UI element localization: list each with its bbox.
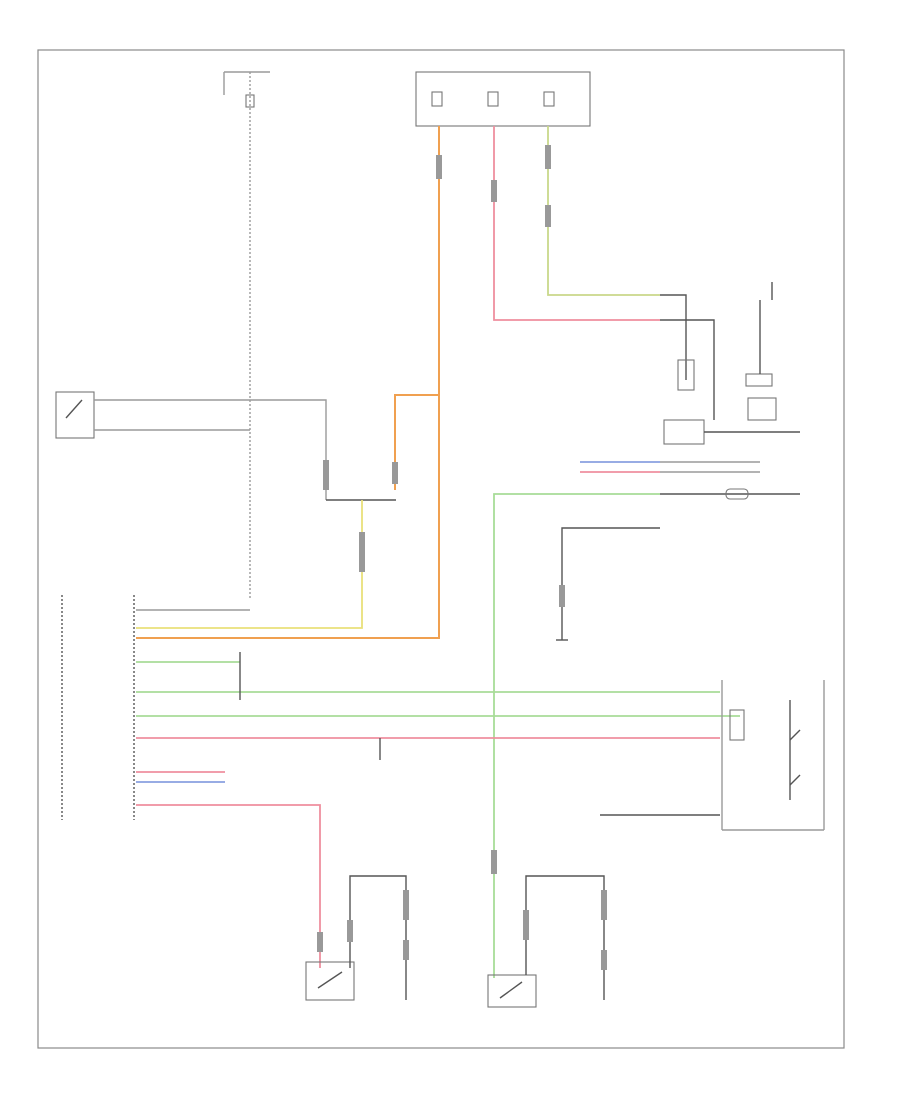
fuse-block-top <box>415 71 591 127</box>
diagram-frame <box>37 49 845 1049</box>
bottom-left-switch <box>305 875 409 1001</box>
wire-green <box>493 493 660 978</box>
wire-orange <box>136 126 440 639</box>
relay-right <box>660 282 800 445</box>
left-switch <box>55 391 329 500</box>
left-ecu <box>61 595 250 820</box>
wire-pink <box>493 126 660 321</box>
wire-ground <box>561 527 660 640</box>
top-left-fuse <box>223 71 270 600</box>
wire-yellow-green <box>547 126 660 296</box>
bottom-center-switch <box>487 875 607 1008</box>
combination-switch <box>721 680 825 831</box>
